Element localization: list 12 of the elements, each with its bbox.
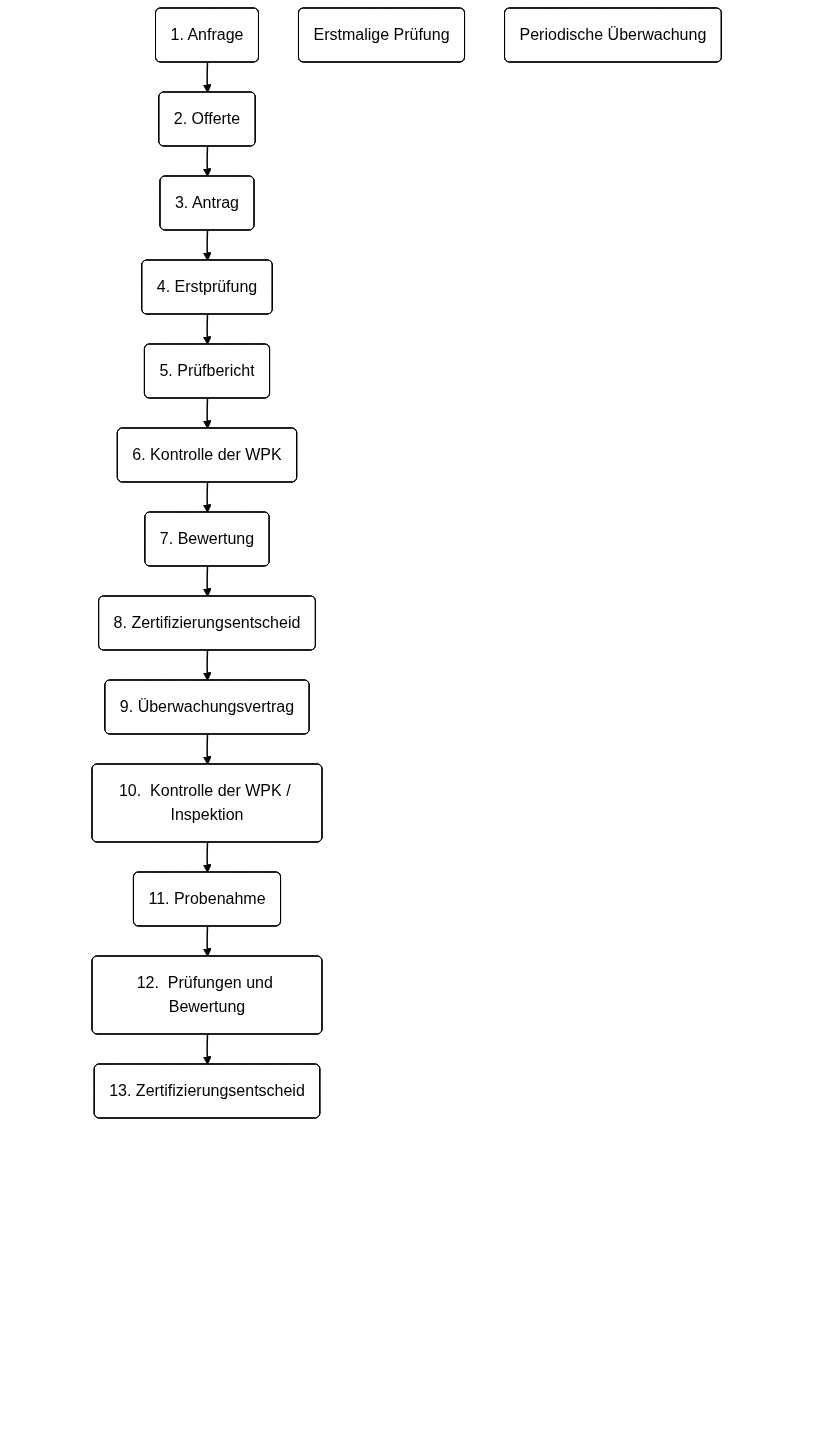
- arrow: [203, 397, 212, 429]
- arrow: [203, 1033, 212, 1065]
- arrow: [203, 649, 212, 681]
- arrow: [203, 481, 212, 513]
- arrow: [203, 313, 212, 345]
- arrow: [203, 565, 212, 597]
- arrow: [203, 61, 212, 93]
- arrow: [203, 733, 212, 765]
- arrow: [203, 841, 212, 873]
- arrow: [203, 145, 212, 177]
- arrow: [203, 925, 212, 957]
- arrow: [203, 229, 212, 261]
